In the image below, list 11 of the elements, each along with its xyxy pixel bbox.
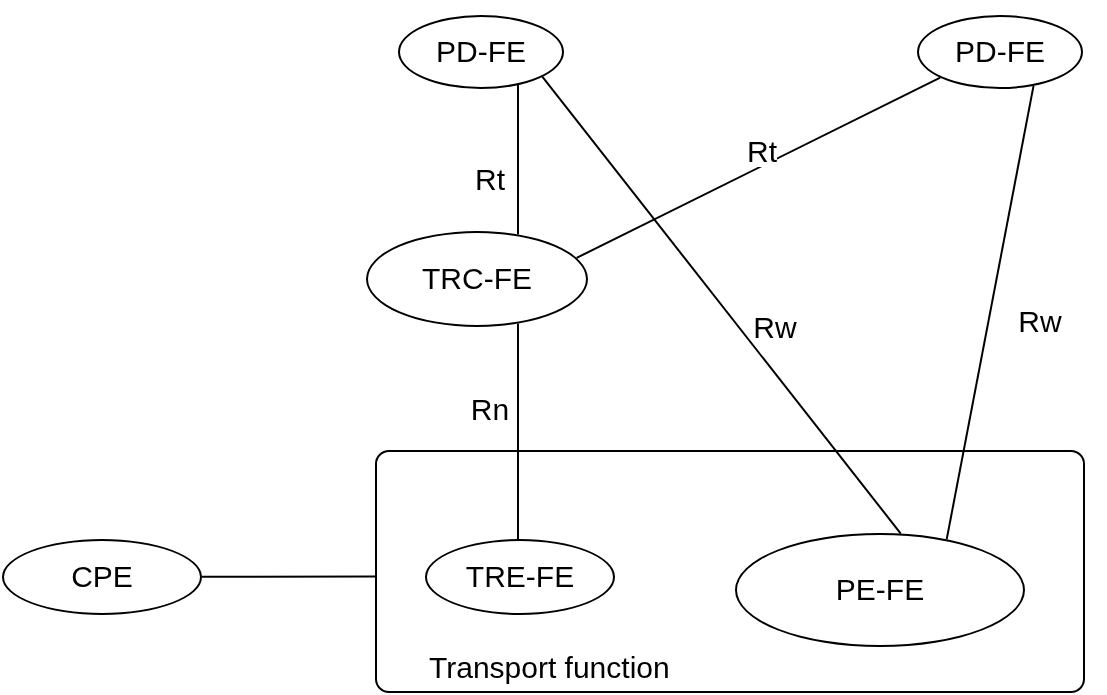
node-label: CPE [71,560,133,594]
connector-line [201,575,376,578]
connector-line [541,75,902,535]
group-title: Transport function [429,651,670,685]
node-label: PD-FE [436,35,526,69]
node-label: TRE-FE [465,560,575,594]
group-box [375,450,1085,693]
node-label: PD-FE [955,35,1045,69]
node-label: TRC-FE [422,262,532,296]
connector-line [575,76,942,259]
node-label: PE-FE [835,573,925,607]
